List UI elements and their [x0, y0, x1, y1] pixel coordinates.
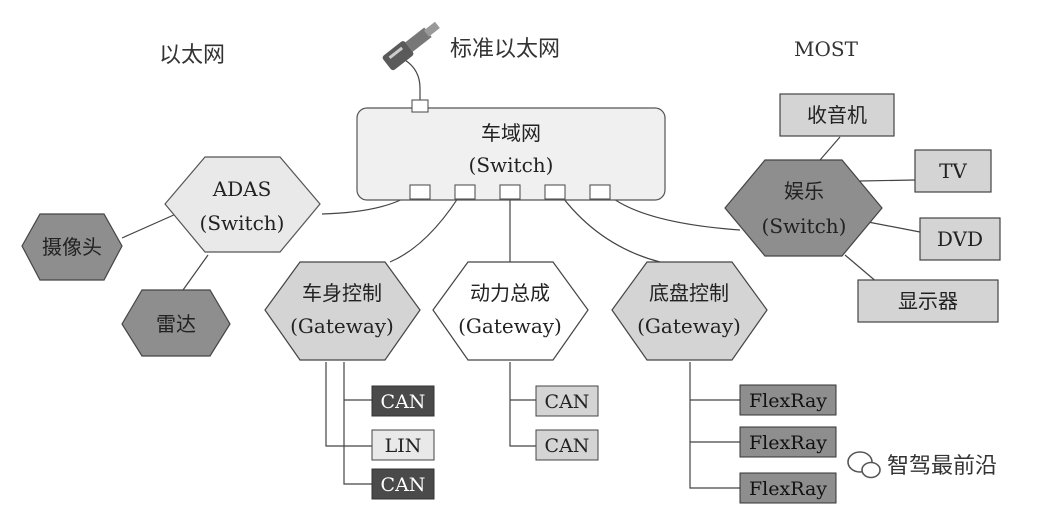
switch-port [544, 184, 566, 200]
radio-label: 收音机 [807, 103, 867, 127]
powertrain-title: 动力总成 [470, 281, 550, 305]
watermark-text: 智驾最前沿 [887, 454, 997, 479]
powertrain-gateway: 动力总成 (Gateway) [432, 261, 589, 361]
bus-label: CAN [545, 391, 590, 413]
body-bus-can-1: CAN [371, 385, 435, 417]
watermark: 智驾最前沿 [847, 451, 997, 479]
switch-subtitle: (Switch) [469, 153, 554, 177]
body-control-gateway: 车身控制 (Gateway) [264, 261, 421, 361]
entertainment-subtitle: (Switch) [762, 214, 847, 238]
entertainment-switch: 娱乐 (Switch) [724, 159, 883, 257]
bus-label: FlexRay [749, 478, 827, 500]
bus-label: CAN [381, 474, 426, 496]
vehicle-domain-switch: 车域网 (Switch) [356, 99, 666, 201]
powertrain-subtitle: (Gateway) [458, 314, 562, 338]
dvd-device: DVD [919, 217, 1001, 261]
bus-label: FlexRay [749, 390, 827, 412]
body-bus-can-2: CAN [371, 468, 435, 500]
tv-label: TV [939, 159, 967, 183]
chassis-bus-flexray-2: FlexRay [739, 426, 837, 458]
wechat-icon [847, 451, 881, 479]
switch-port [589, 184, 611, 200]
powertrain-bus-can-2: CAN [535, 429, 599, 461]
tv-device: TV [914, 149, 992, 193]
bus-label: CAN [545, 435, 590, 457]
ethernet-plug-icon [382, 21, 440, 71]
bus-label: LIN [385, 435, 422, 457]
ethernet-label: 以太网 [159, 43, 225, 68]
powertrain-bus-can-1: CAN [535, 385, 599, 417]
chassis-bus-flexray-3: FlexRay [739, 472, 837, 504]
bus-label: FlexRay [749, 432, 827, 454]
switch-port [499, 184, 521, 200]
adas-title: ADAS [212, 177, 272, 201]
chassis-bus-flexray-1: FlexRay [739, 384, 837, 416]
most-label: MOST [794, 37, 859, 61]
display-label: 显示器 [898, 289, 958, 313]
bus-label: CAN [381, 391, 426, 413]
radio-device: 收音机 [779, 93, 895, 137]
chassis-control-title: 底盘控制 [649, 281, 729, 305]
switch-port [454, 184, 476, 200]
switch-port-top [411, 99, 429, 113]
chassis-control-gateway: 底盘控制 (Gateway) [611, 261, 768, 361]
display-device: 显示器 [857, 279, 999, 323]
standard-ethernet-label: 标准以太网 [450, 37, 560, 62]
body-bus-lin: LIN [371, 429, 435, 461]
radar-label: 雷达 [156, 312, 196, 336]
adas-subtitle: (Switch) [200, 211, 285, 235]
adas-switch: ADAS (Switch) [164, 156, 321, 253]
dvd-label: DVD [937, 227, 983, 251]
entertainment-title: 娱乐 [784, 179, 824, 203]
body-control-title: 车身控制 [302, 281, 382, 305]
body-control-subtitle: (Gateway) [290, 314, 394, 338]
camera-node: 摄像头 [21, 213, 123, 281]
chassis-control-subtitle: (Gateway) [637, 314, 741, 338]
switch-title: 车域网 [481, 121, 541, 145]
radar-node: 雷达 [121, 289, 231, 357]
camera-label: 摄像头 [42, 235, 102, 259]
switch-port [409, 184, 431, 200]
